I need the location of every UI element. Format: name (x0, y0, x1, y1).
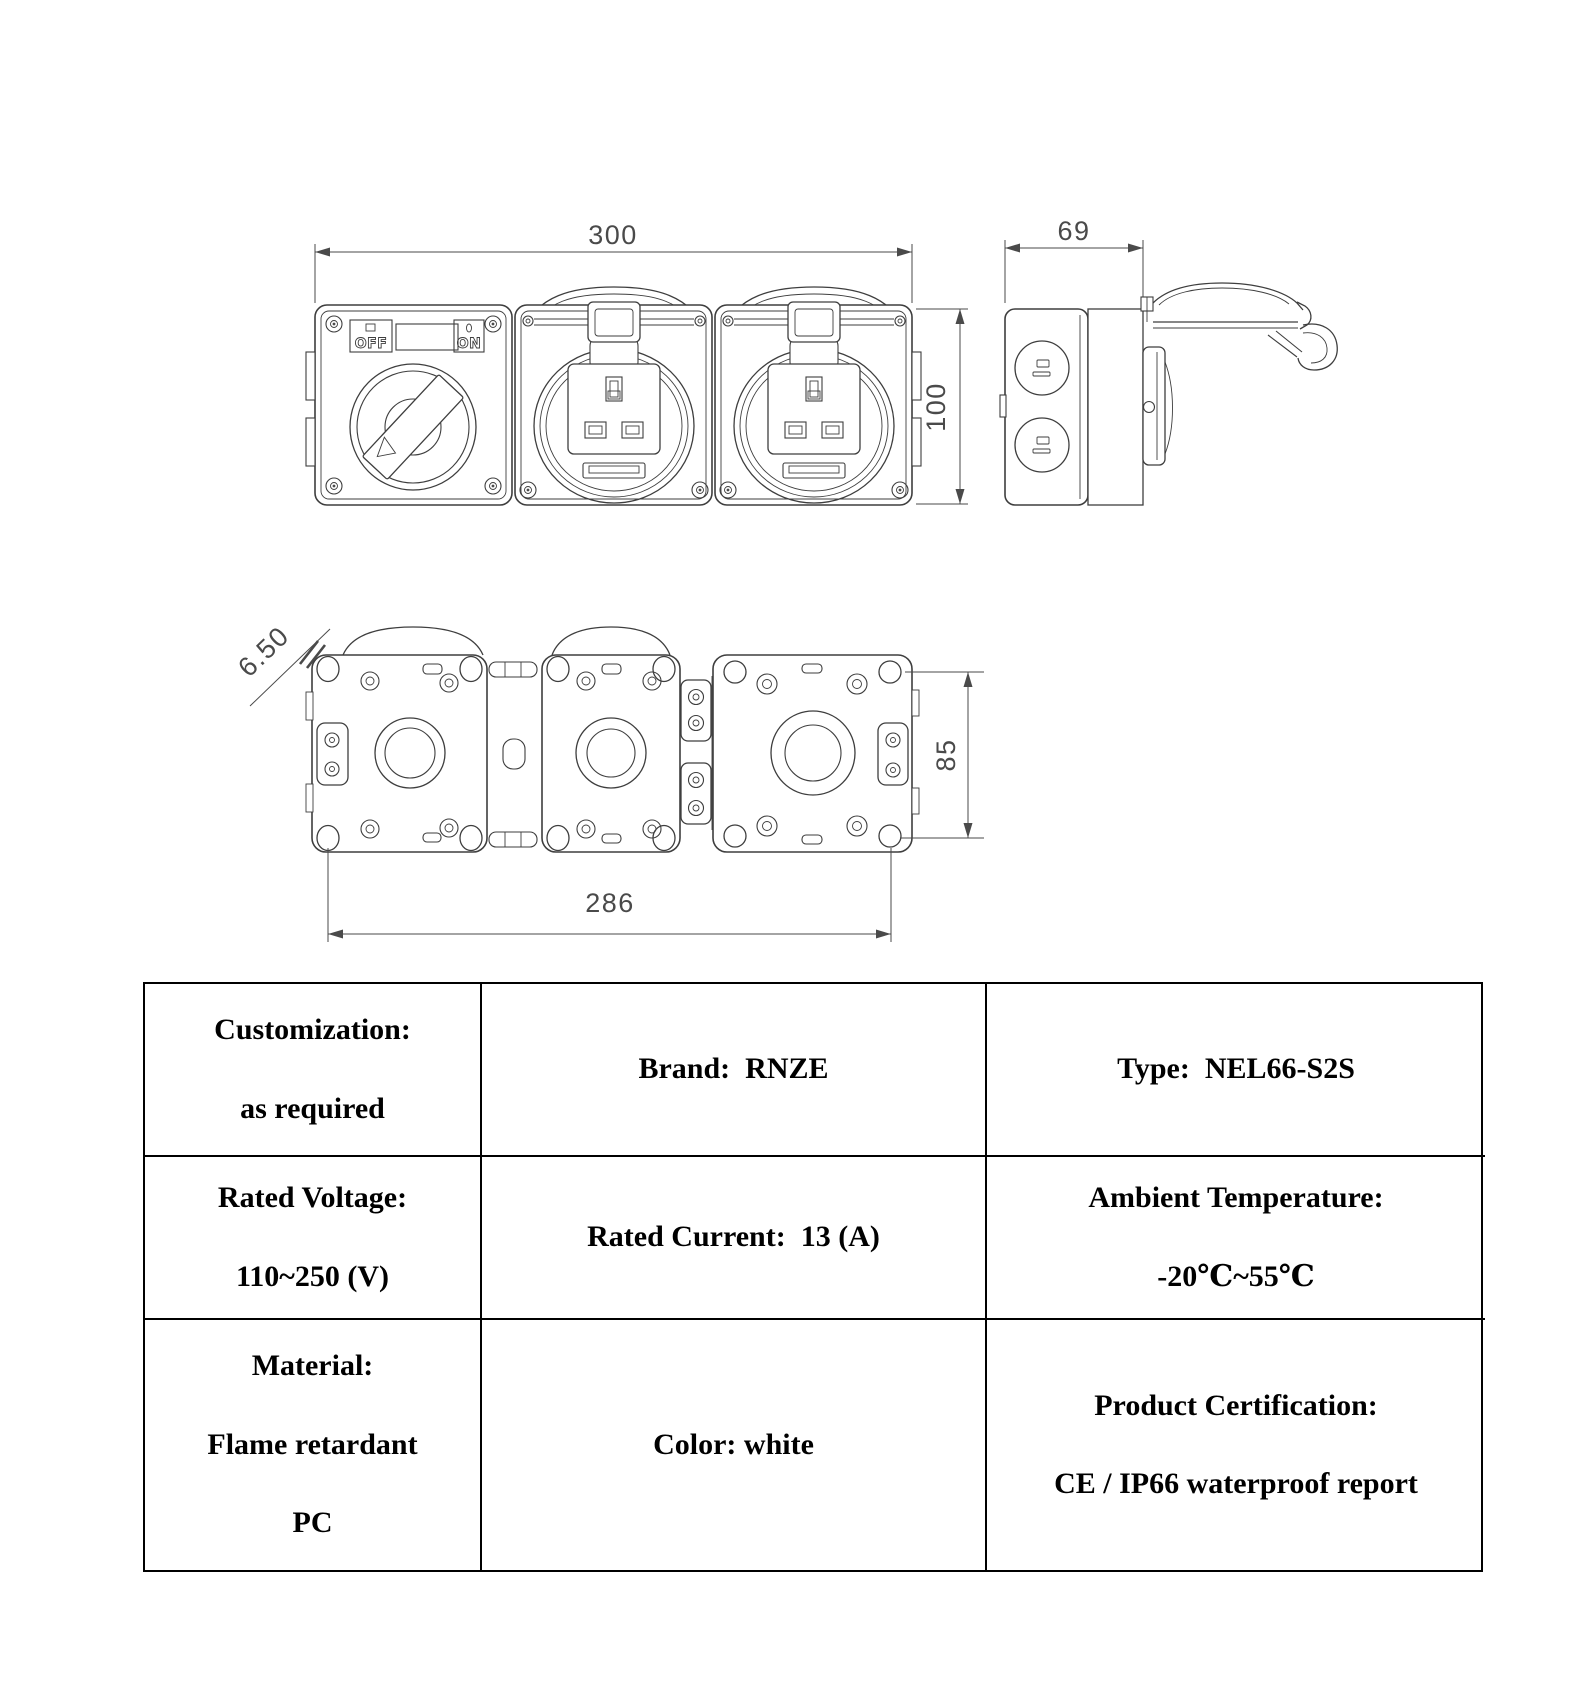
spec-text: Material: (251, 1349, 374, 1383)
rotary-switch-bezel (349, 363, 477, 491)
dim-6-50-label: 6.50 (232, 620, 295, 682)
socket-bottom-clip (582, 462, 646, 479)
corner-screws (325, 315, 502, 495)
spec-cell-material: Material: Flame retardant PC (145, 1320, 482, 1570)
rotary-switch-hub (384, 398, 442, 456)
open-cover-side (1140, 282, 1338, 371)
spec-text: Product Certification: (1094, 1388, 1378, 1422)
front-view: 300 (305, 220, 968, 506)
spec-cell-rated-voltage: Rated Voltage: 110~250 (V) (145, 1157, 482, 1320)
spec-text: as required (240, 1091, 385, 1125)
spec-text: Flame retardant (207, 1427, 418, 1461)
hinge-eyelet (694, 315, 706, 327)
mounting-hole (546, 824, 570, 852)
switch-module-front: OFF ON (305, 304, 513, 506)
dim-286: 286 (327, 848, 892, 942)
mounting-hole (878, 824, 902, 848)
hinge-pin (1142, 400, 1156, 414)
mounting-hole (459, 655, 483, 683)
spec-cell-color: Color: white (482, 1320, 987, 1570)
neutral-pin-slot (621, 421, 644, 439)
side-tab (999, 394, 1007, 418)
spec-text: Ambient Temperature: (1088, 1181, 1384, 1214)
spec-cell-certification: Product Certification: CE / IP66 waterpr… (987, 1320, 1485, 1570)
cable-entry-bottom (1014, 417, 1070, 473)
cable-knockout (770, 710, 856, 796)
cover-hook (1297, 323, 1338, 371)
mounting-hole (546, 655, 570, 683)
side-tab (305, 417, 316, 467)
module-connectors (488, 661, 538, 848)
spec-text: Brand: RNZE (638, 1052, 829, 1086)
off-label-plate (349, 319, 393, 353)
spec-text: Color: white (653, 1427, 814, 1461)
dim-100: 100 (916, 308, 968, 505)
mounting-hole (878, 660, 902, 684)
spec-cell-type: Type: NEL66-S2S (987, 984, 1485, 1157)
mounting-plate-side (1087, 308, 1144, 506)
corner-screw (691, 481, 709, 499)
off-indicator-icon (365, 323, 376, 332)
mounting-hole (652, 655, 676, 683)
spec-text: PC (292, 1506, 333, 1540)
spec-text: Rated Voltage: (217, 1181, 408, 1214)
spec-text: Type: NEL66-S2S (1117, 1052, 1355, 1086)
dim-69-label: 69 (1057, 216, 1090, 246)
mounting-hole (723, 824, 747, 848)
hinge-eyelet (522, 315, 534, 327)
back-view: 6.50 85 286 (232, 620, 984, 942)
dim-300-label: 300 (588, 220, 638, 250)
dim-85-label: 85 (931, 738, 961, 771)
cable-entry-top (1014, 340, 1070, 396)
spec-cell-ambient-temperature: Ambient Temperature: -20℃~55℃ (987, 1157, 1485, 1320)
on-label: ON (457, 336, 482, 352)
technical-drawing: 300 (232, 216, 1338, 942)
switch-nameplate (395, 323, 459, 351)
spec-text: -20℃~55℃ (1157, 1259, 1315, 1293)
side-tab (911, 351, 922, 401)
back-module-1 (305, 654, 488, 853)
dim-300: 300 (314, 220, 913, 303)
off-label: OFF (355, 336, 388, 352)
spec-cell-brand: Brand: RNZE (482, 984, 987, 1157)
side-view: 69 (999, 216, 1338, 506)
cover-latch-bracket (587, 301, 641, 343)
back-module-3 (712, 654, 920, 853)
spec-text: Rated Current: 13 (A) (587, 1220, 880, 1254)
side-latch (877, 722, 909, 786)
earth-pin-slot (605, 376, 623, 402)
spec-text: Customization: (214, 1013, 411, 1046)
dim-286-label: 286 (585, 888, 635, 918)
on-label-plate (453, 319, 485, 353)
uk-socket-face (567, 363, 661, 455)
cover-dome-back (551, 626, 671, 656)
knob-pointer-triangle (376, 436, 397, 458)
mounting-hole (723, 660, 747, 684)
dim-85: 85 (900, 671, 984, 839)
back-module-2 (541, 654, 681, 853)
cable-knockout (575, 717, 647, 789)
dim-69: 69 (1004, 216, 1144, 305)
live-pin-slot (584, 421, 607, 439)
dim-100-label: 100 (921, 382, 951, 432)
side-tab (305, 351, 316, 401)
side-tab (911, 417, 922, 467)
spec-cell-rated-current: Rated Current: 13 (A) (482, 1157, 987, 1320)
spec-text: CE / IP66 waterproof report (1054, 1467, 1418, 1500)
spec-table: Customization: as required Brand: RNZE T… (143, 982, 1485, 1572)
mounting-hole (459, 824, 483, 852)
corner-screw (519, 481, 537, 499)
rotary-switch-knob (362, 374, 464, 480)
on-indicator-icon (466, 323, 472, 333)
socket-module-front-2 (714, 286, 913, 506)
spec-cell-customization: Customization: as required (145, 984, 482, 1157)
enclosure-side-body (1004, 308, 1089, 506)
cable-knockout (374, 717, 446, 789)
cover-dome-back (342, 626, 484, 656)
socket-module-front (514, 286, 713, 506)
spec-text: 110~250 (V) (235, 1259, 390, 1293)
socket-protrusion-side (1142, 346, 1173, 466)
mounting-hole (316, 655, 340, 683)
